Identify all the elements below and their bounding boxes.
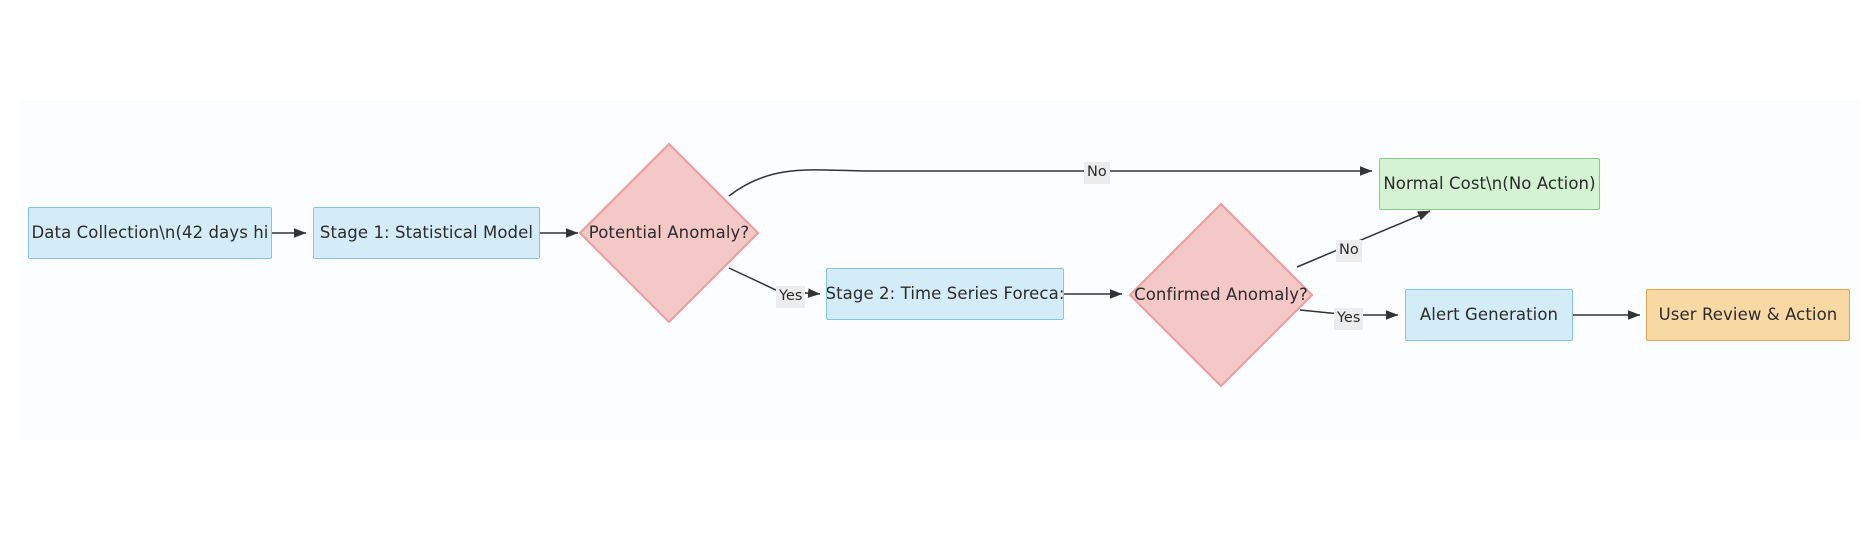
node-user-review-label: User Review & Action: [1658, 304, 1838, 324]
confirmed-anomaly-diamond-shape: [1128, 202, 1314, 388]
edge-label-potential-anomaly-yes: Yes: [776, 286, 806, 308]
edge-potential-anomaly-to-normal-cost: [728, 166, 1373, 197]
node-stage-1-label: Stage 1: Statistical Model: [319, 222, 534, 242]
node-alert-generation[interactable]: Alert Generation: [1405, 289, 1573, 341]
node-stage-2[interactable]: Stage 2: Time Series Foreca:: [826, 268, 1064, 320]
edge-label-potential-anomaly-no: No: [1084, 162, 1110, 184]
potential-anomaly-diamond-shape: [578, 142, 760, 324]
node-confirmed-anomaly-label: Confirmed Anomaly?: [1134, 284, 1308, 304]
node-user-review[interactable]: User Review & Action: [1646, 289, 1850, 341]
node-stage-2-label: Stage 2: Time Series Foreca:: [826, 283, 1064, 303]
node-normal-cost-label: Normal Cost\n(No Action): [1383, 173, 1596, 193]
node-normal-cost[interactable]: Normal Cost\n(No Action): [1379, 158, 1600, 210]
node-potential-anomaly-label: Potential Anomaly?: [588, 222, 750, 242]
node-data-collection-label: Data Collection\n(42 days hi: [31, 222, 269, 242]
edge-label-confirmed-anomaly-yes: Yes: [1334, 308, 1364, 330]
node-potential-anomaly[interactable]: Potential Anomaly?: [578, 142, 760, 324]
edge-confirmed-anomaly-to-normal-cost: [1296, 210, 1431, 268]
node-alert-generation-label: Alert Generation: [1419, 304, 1559, 324]
node-confirmed-anomaly[interactable]: Confirmed Anomaly?: [1128, 202, 1314, 388]
edge-label-confirmed-anomaly-no: No: [1336, 240, 1362, 262]
node-data-collection[interactable]: Data Collection\n(42 days hi: [28, 207, 272, 259]
node-stage-1[interactable]: Stage 1: Statistical Model: [313, 207, 540, 259]
